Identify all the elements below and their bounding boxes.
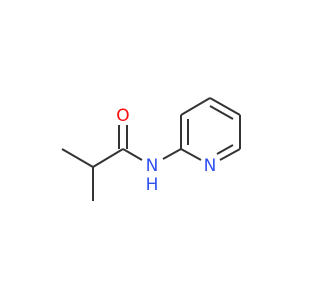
bond-nitrogen-pyridine [162,148,182,160]
chemical-structure: O N H N [61,97,241,201]
ring-bond-n-c2 [180,148,202,161]
atom-label-oxygen: O [116,106,129,126]
atom-label-ring-nitrogen: N [204,156,217,176]
bond-carbonyl-nitrogen [122,148,143,161]
ring-inner-bond-c6-n [216,144,234,155]
ring-bond-c4-c5 [209,97,241,116]
ring-bond-c6-n [219,148,241,161]
atom-label-amide-hydrogen: H [146,175,159,195]
ring-bond-c3-c4 [180,97,211,116]
atom-label-amide-nitrogen: N [146,156,159,176]
bond-methyl-upper [61,148,94,168]
ring-inner-bond-c4-c5 [209,105,234,120]
bond-ch-carbonyl [92,148,124,168]
